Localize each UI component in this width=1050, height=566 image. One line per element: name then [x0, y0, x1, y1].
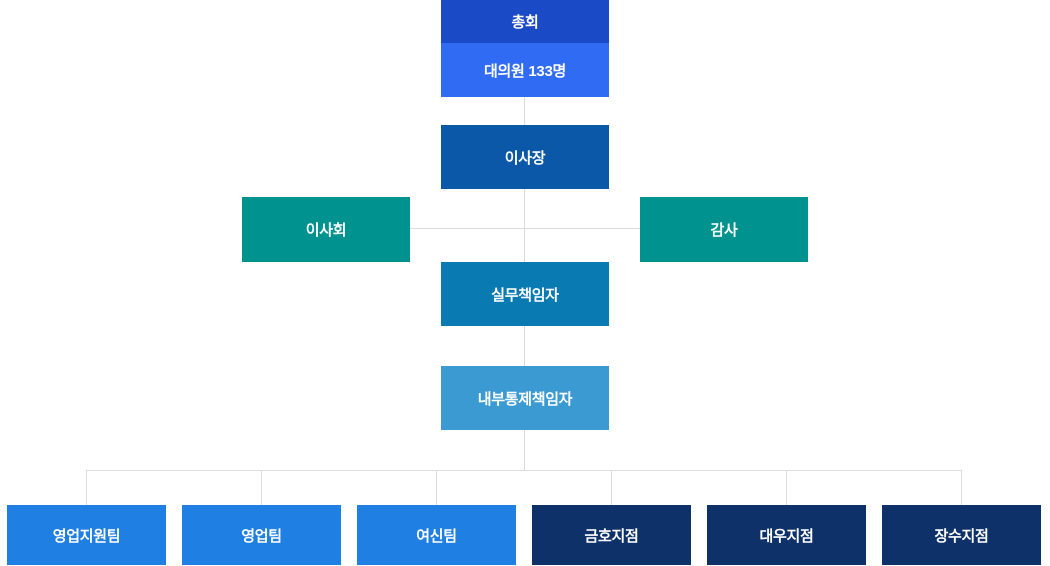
org-node-board-of-directors: 이사회: [242, 197, 410, 262]
org-node-label: 이사장: [504, 149, 546, 167]
org-node-label: 대우지점: [759, 527, 814, 545]
connector-internal-bus: [524, 430, 525, 470]
org-node-label: 영업팀: [241, 527, 282, 545]
org-node-sales-team: 영업팀: [182, 505, 341, 565]
connector-chairman-working: [524, 189, 525, 262]
org-node-daewoo-branch: 대우지점: [707, 505, 866, 565]
org-node-delegates: 대의원 133명: [441, 43, 609, 97]
org-node-general-assembly: 총회: [441, 0, 609, 43]
org-node-working-manager: 실무책임자: [441, 262, 609, 326]
org-node-label: 금호지점: [584, 527, 639, 545]
org-node-auditor: 감사: [640, 197, 808, 262]
org-node-label: 이사회: [305, 222, 347, 239]
connector-drop-jangsu: [961, 470, 962, 505]
org-node-jangsu-branch: 장수지점: [882, 505, 1041, 565]
org-node-label: 실무책임자: [491, 286, 559, 304]
connector-drop-daewoo: [786, 470, 787, 505]
connector-drop-geumho: [611, 470, 612, 505]
connector-board-auditor: [410, 228, 640, 229]
connector-working-internal: [524, 326, 525, 366]
org-node-label: 영업지원팀: [52, 527, 121, 545]
org-node-chairman: 이사장: [441, 125, 609, 189]
org-node-label: 여신팀: [416, 527, 457, 545]
org-node-sales-support-team: 영업지원팀: [7, 505, 166, 565]
connector-drop-credit: [436, 470, 437, 505]
org-node-label: 총회: [511, 14, 539, 31]
connector-assembly-chairman: [524, 97, 525, 125]
connector-drop-sales: [261, 470, 262, 505]
org-node-geumho-branch: 금호지점: [532, 505, 691, 565]
org-node-label: 대의원 133명: [484, 62, 566, 80]
org-node-label: 감사: [710, 222, 738, 239]
org-node-credit-team: 여신팀: [357, 505, 516, 565]
org-node-internal-control-officer: 내부통제책임자: [441, 366, 609, 430]
connector-bottom-bus: [86, 470, 962, 471]
org-node-label: 내부통제책임자: [477, 390, 573, 408]
connector-drop-sales-support: [86, 470, 87, 505]
org-node-label: 장수지점: [934, 527, 989, 545]
